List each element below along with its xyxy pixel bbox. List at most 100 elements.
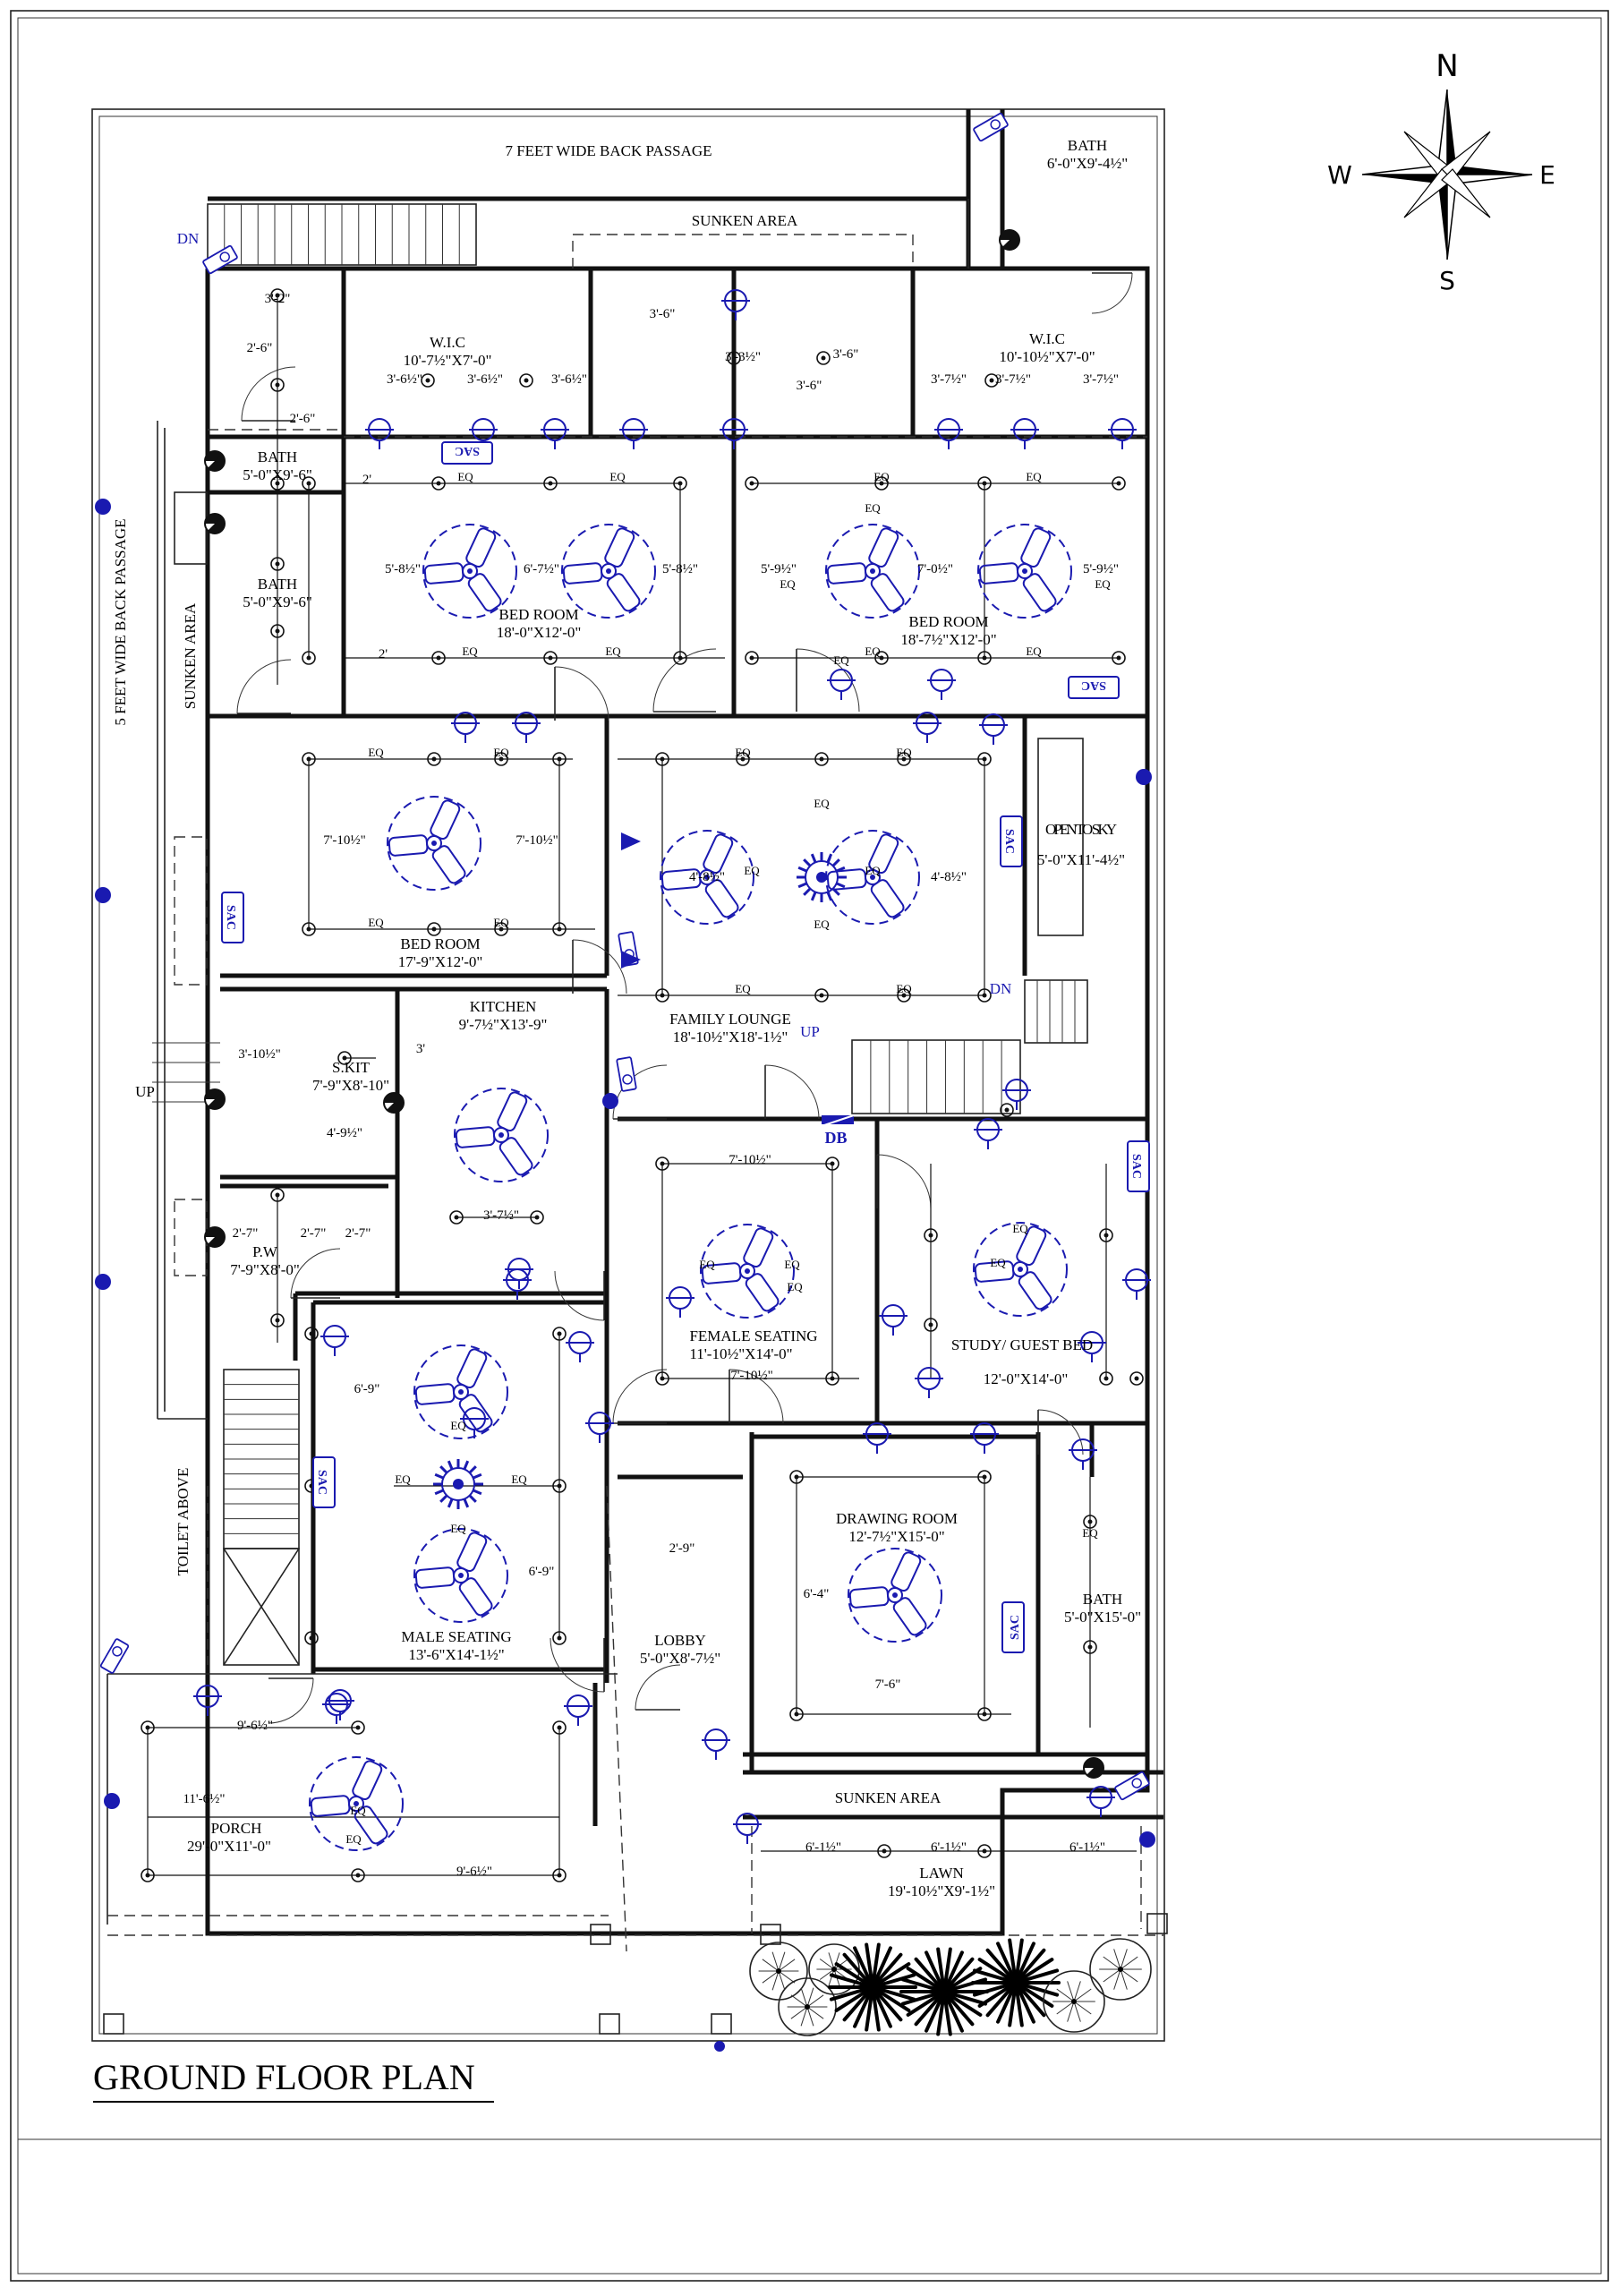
light-point-62 xyxy=(270,378,285,392)
pillar-3 xyxy=(590,1924,611,1945)
wall-bracket-11 xyxy=(979,713,1008,745)
wall-bracket-0 xyxy=(365,418,394,449)
eq-label-12: EQ xyxy=(368,916,384,929)
label-drawing-room: DRAWING ROOM xyxy=(836,1510,958,1527)
dimension-7: 3'-6½" xyxy=(467,372,503,387)
wall-bracket-23 xyxy=(503,1268,532,1300)
dimension-37: 11'-6½" xyxy=(183,1792,225,1806)
dimension-17: 5'-8½" xyxy=(662,562,698,576)
dimension-2: 3'-6" xyxy=(650,307,676,321)
light-point-56 xyxy=(1083,1640,1097,1654)
wall-bracket-2 xyxy=(541,418,569,449)
label-male-seating: MALE SEATING xyxy=(401,1628,511,1645)
eq-label-3: EQ xyxy=(1026,470,1042,483)
eq-label-30: EQ xyxy=(780,577,796,591)
eq-label-17: EQ xyxy=(814,918,830,931)
light-point-2 xyxy=(543,476,558,491)
eq-label-26: EQ xyxy=(450,1522,466,1535)
external-light-5 xyxy=(1139,1831,1155,1848)
external-light-6 xyxy=(602,1093,618,1109)
dimension-33: 6'-4" xyxy=(804,1587,830,1601)
dimension-0: 2'-6" xyxy=(247,341,273,355)
door-kitchen-low xyxy=(554,1270,605,1321)
dimension-11: 3'-7½" xyxy=(1083,372,1119,387)
size-family-lounge: 18'-10½"X18'-1½" xyxy=(673,1029,788,1046)
light-point-77 xyxy=(1129,1371,1144,1386)
dimension-22: 7'-10½" xyxy=(516,833,558,848)
label-lawn: LAWN xyxy=(919,1865,964,1882)
dimension-29: 7'-10½" xyxy=(729,1153,771,1167)
label-bed-3: BED ROOM xyxy=(400,935,480,952)
pillar-4 xyxy=(760,1924,781,1945)
ceiling-fan-13 xyxy=(309,1756,404,1851)
light-point-3 xyxy=(673,476,687,491)
eq-label-21: EQ xyxy=(784,1258,800,1271)
lawn-trees xyxy=(749,1938,1152,2036)
label-wic-right: W.I.C xyxy=(1029,330,1065,347)
size-bath-ne: 6'-0"X9'-4½" xyxy=(1047,155,1128,172)
tree-4 xyxy=(1043,1970,1105,2033)
wall-bracket-36 xyxy=(1078,1331,1106,1362)
wall-bracket-24 xyxy=(320,1325,349,1356)
eq-label-18: EQ xyxy=(744,864,760,877)
wall-bracket-14 xyxy=(913,712,942,743)
light-point-29 xyxy=(655,988,669,1003)
light-point-32 xyxy=(977,988,992,1003)
wall-bracket-12 xyxy=(451,712,480,743)
compass-n: N xyxy=(1436,48,1458,84)
size-skit: 7'-9"X8'-10" xyxy=(312,1077,389,1094)
label-open-sky: OPEN TO SKY xyxy=(1045,821,1117,838)
palm-1 xyxy=(828,1942,917,2032)
stair-lounge-upper xyxy=(1024,979,1088,1044)
tree-5 xyxy=(1089,1938,1152,2001)
ceiling-fan-10 xyxy=(413,1344,508,1439)
stair-up-west: UP xyxy=(135,1083,155,1100)
size-lobby: 5'-0"X8'-7½" xyxy=(640,1650,720,1667)
size-pw: 7'-9"X8'-0" xyxy=(230,1261,300,1278)
door-lounge-right xyxy=(764,1064,820,1120)
light-point-47 xyxy=(351,1868,365,1882)
wall-bracket-20 xyxy=(970,1422,999,1454)
size-female-seating: 11'-10½"X14'-0" xyxy=(689,1345,792,1362)
stairs xyxy=(152,203,1088,1666)
dimension-31: 6'-9" xyxy=(354,1382,380,1396)
eq-label-25: EQ xyxy=(450,1419,466,1432)
wall-bracket-17 xyxy=(915,1367,943,1398)
dimension-25: 3'-10½" xyxy=(238,1047,281,1062)
sac-bed-2: SAC xyxy=(1068,676,1120,699)
light-point-13 xyxy=(874,651,889,665)
dimension-1: 3'-2" xyxy=(265,292,291,306)
size-bed-2: 18'-7½"X12'-0" xyxy=(900,631,996,648)
dimension-35: 2'-9" xyxy=(669,1541,695,1556)
pillar-2 xyxy=(711,2013,732,2035)
wall-bracket-30 xyxy=(585,1412,614,1443)
stair-dn-top: DN xyxy=(177,230,200,247)
wall-bracket-33 xyxy=(1122,1268,1151,1300)
light-point-9 xyxy=(431,651,446,665)
light-point-27 xyxy=(897,752,911,766)
wall-bracket-18 xyxy=(666,1286,694,1318)
stair-skit-steps xyxy=(152,1042,220,1103)
light-point-64 xyxy=(270,557,285,571)
door-female-left xyxy=(612,1369,668,1424)
pillar-1 xyxy=(599,2013,620,2035)
outdoor-unit-6 xyxy=(616,1056,637,1092)
light-point-55 xyxy=(1083,1515,1097,1529)
light-point-8 xyxy=(302,651,316,665)
tree-1 xyxy=(749,1942,808,2001)
light-point-42 xyxy=(552,1631,567,1645)
light-point-33 xyxy=(655,1157,669,1171)
label-lobby: LOBBY xyxy=(654,1632,706,1649)
label-west-sunken: SUNKEN AREA xyxy=(182,602,199,709)
light-point-24 xyxy=(655,752,669,766)
eq-label-1: EQ xyxy=(609,470,626,483)
light-point-1 xyxy=(431,476,446,491)
label-west-passage: 5 FEET WIDE BACK PASSAGE xyxy=(112,518,129,725)
dimension-14: 2' xyxy=(379,647,388,661)
light-point-22 xyxy=(494,922,508,936)
wall-bracket-28 xyxy=(193,1685,222,1716)
light-point-58 xyxy=(924,1318,938,1332)
label-porch: PORCH xyxy=(211,1820,262,1837)
dimension-15: 5'-8½" xyxy=(385,562,421,576)
plot-boundary xyxy=(91,108,1165,2042)
